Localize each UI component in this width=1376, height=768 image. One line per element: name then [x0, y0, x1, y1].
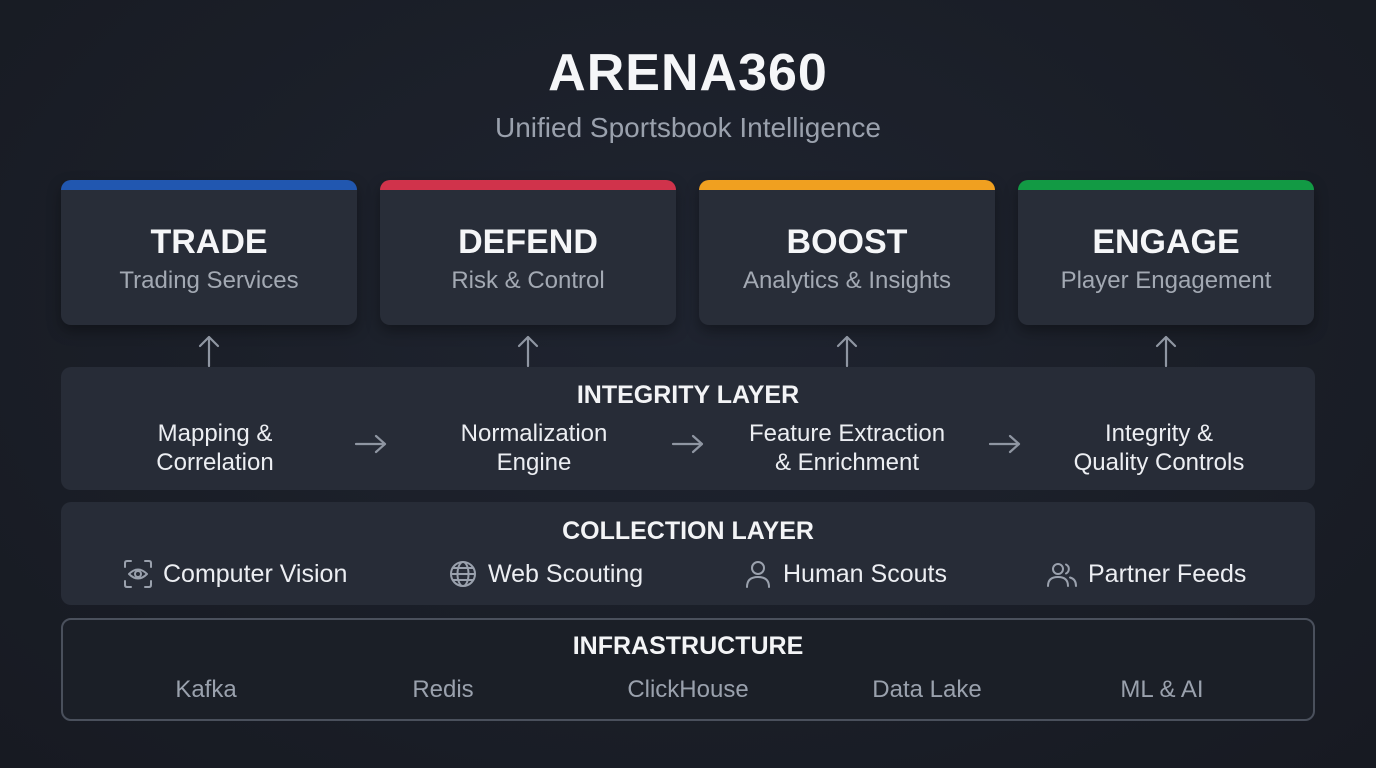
infra-item: Kafka — [175, 676, 237, 703]
source-label: Web Scouting — [488, 559, 644, 588]
arrow-right-icon — [988, 434, 1021, 454]
integrity-step: Integrity & Quality Controls — [1039, 419, 1279, 477]
globe-icon — [450, 561, 476, 587]
arrow-up-icon — [517, 335, 539, 368]
header: ARENA360 Unified Sportsbook Intelligence — [0, 40, 1376, 146]
source-computer-vision: Computer Vision — [123, 558, 347, 590]
source-human-scouts: Human Scouts — [743, 558, 947, 590]
integrity-layer-title: INTEGRITY LAYER — [576, 381, 800, 409]
people-icon — [1047, 563, 1077, 587]
page-title: ARENA360 — [548, 44, 828, 102]
infra-item: Data Lake — [872, 676, 982, 703]
infra-item: Redis — [412, 676, 474, 703]
pillar-description: Analytics & Insights — [742, 267, 952, 294]
pillar-engage: ENGAGE Player Engagement — [1018, 180, 1314, 325]
pillar-defend: DEFEND Risk & Control — [380, 180, 676, 325]
collection-layer-title: COLLECTION LAYER — [562, 517, 814, 545]
pillar-name: BOOST — [786, 223, 908, 261]
integrity-layer: INTEGRITY LAYER Mapping & Correlation No… — [61, 367, 1315, 490]
pillar-description: Risk & Control — [451, 267, 605, 294]
pillar-color-bar — [699, 180, 995, 190]
step-line: Feature Extraction — [748, 420, 946, 447]
pillar-color-bar — [380, 180, 676, 190]
arrow-up-icon — [836, 335, 858, 368]
pillar-trade: TRADE Trading Services — [61, 180, 357, 325]
collection-layer: COLLECTION LAYER Computer Vision — [61, 502, 1315, 605]
source-label: Partner Feeds — [1088, 559, 1247, 588]
pillar-name: DEFEND — [458, 223, 598, 261]
pillar-name: TRADE — [150, 223, 268, 261]
source-label: Computer Vision — [163, 559, 348, 588]
source-label: Human Scouts — [783, 559, 947, 588]
arrow-right-icon — [354, 434, 387, 454]
infrastructure-title: INFRASTRUCTURE — [572, 632, 804, 660]
infrastructure-layer: INFRASTRUCTURE Kafka Redis ClickHouse Da… — [61, 618, 1315, 721]
pillar-color-bar — [61, 180, 357, 190]
arrow-right-icon — [671, 434, 704, 454]
page-subtitle: Unified Sportsbook Intelligence — [494, 112, 881, 143]
integrity-step: Mapping & Correlation — [95, 419, 335, 477]
arrow-up-icon — [1155, 335, 1177, 368]
step-line: Normalization — [460, 420, 608, 447]
arrow-up-icon — [198, 335, 220, 368]
pillar-description: Trading Services — [119, 267, 299, 294]
step-line: Integrity & — [1104, 420, 1214, 447]
step-line: Mapping & — [157, 420, 273, 447]
infra-item: ML & AI — [1120, 676, 1204, 703]
pillar-color-bar — [1018, 180, 1314, 190]
step-line: Correlation — [156, 449, 274, 476]
infra-item: ClickHouse — [627, 676, 749, 703]
pillar-boost: BOOST Analytics & Insights — [699, 180, 995, 325]
step-line: Engine — [496, 449, 572, 476]
pillar-name: ENGAGE — [1092, 223, 1240, 261]
pillars-row: TRADE Trading Services DEFEND Risk & Con… — [61, 180, 1315, 325]
integrity-step: Feature Extraction & Enrichment — [727, 419, 967, 477]
step-line: Quality Controls — [1073, 449, 1245, 476]
step-line: & Enrichment — [774, 449, 920, 476]
pillar-description: Player Engagement — [1060, 267, 1272, 294]
person-icon — [746, 561, 770, 588]
source-web-scouting: Web Scouting — [448, 558, 643, 590]
integrity-step: Normalization Engine — [414, 419, 654, 477]
source-partner-feeds: Partner Feeds — [1046, 558, 1246, 590]
eye-scan-icon — [124, 560, 152, 588]
